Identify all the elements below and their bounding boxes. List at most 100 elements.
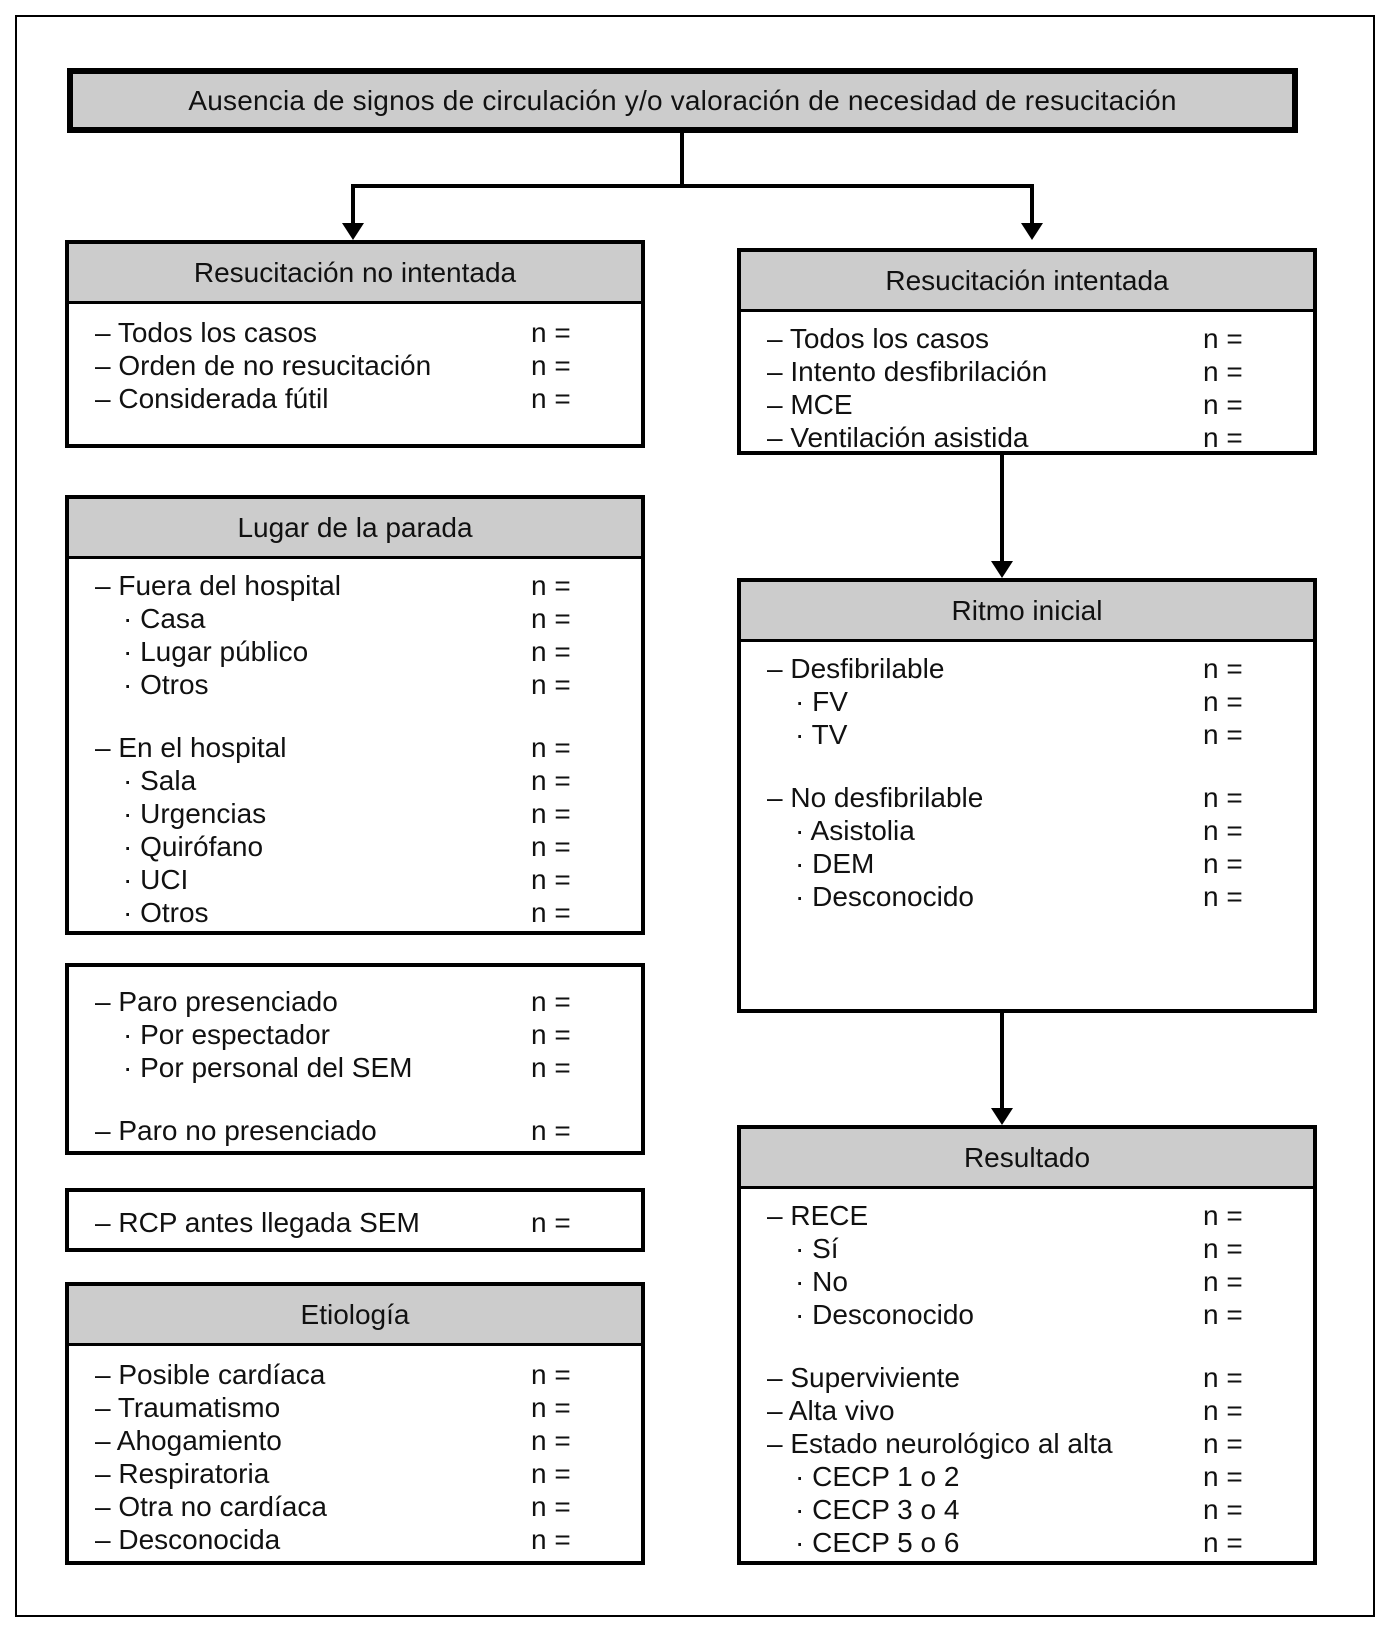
row-value: n = [1203, 782, 1243, 813]
flow-row: – Desconocida n = [69, 1523, 641, 1556]
row-label: – RCP antes llegada SEM [95, 1207, 420, 1238]
row-value: n = [1203, 1362, 1243, 1393]
arrowhead-left [342, 223, 364, 240]
row-value: n = [531, 603, 571, 634]
row-label: – Orden de no resucitación [95, 350, 432, 381]
box-header: Ritmo inicial [741, 582, 1313, 642]
row-value: n = [1203, 686, 1243, 717]
root-box-label: Ausencia de signos de circulación y/o va… [188, 84, 1177, 116]
row-label: · Sí [795, 1233, 839, 1264]
row-spacer [69, 1084, 641, 1114]
row-value: n = [1203, 356, 1243, 387]
row-value: n = [1203, 323, 1243, 354]
flow-row: – Paro no presenciado n = [69, 1114, 641, 1147]
arrow-split-line [351, 184, 1034, 188]
row-value: n = [1203, 719, 1243, 750]
box-header: Lugar de la parada [69, 499, 641, 559]
row-label: – Intento desfibrilación [767, 356, 1048, 387]
row-value: n = [1203, 881, 1243, 912]
row-label: · Por personal del SEM [123, 1052, 413, 1083]
row-label: · CECP 5 o 6 [795, 1527, 960, 1558]
row-label: – Estado neurológico al alta [767, 1428, 1113, 1459]
row-value: n = [1203, 1200, 1243, 1231]
row-value: n = [531, 1491, 571, 1522]
row-label: · Desconocido [795, 881, 974, 912]
row-value: n = [531, 383, 571, 414]
box-header: Etiología [69, 1286, 641, 1346]
box-header: Resultado [741, 1129, 1313, 1189]
row-label: · Asistolia [795, 815, 915, 846]
row-label: – Paro no presenciado [95, 1115, 377, 1146]
row-spacer [741, 1331, 1313, 1361]
row-value: n = [531, 986, 571, 1017]
row-label: – Desconocida [95, 1524, 281, 1555]
box-title: Resucitación no intentada [193, 256, 517, 288]
row-label: · DEM [795, 848, 875, 879]
flow-row: – Superviviente n = [741, 1361, 1313, 1394]
row-value: n = [531, 831, 571, 862]
row-label: – En el hospital [95, 732, 287, 763]
row-spacer [69, 701, 641, 731]
row-label: · Urgencias [123, 798, 267, 829]
row-label: – Fuera del hospital [95, 570, 341, 601]
row-value: n = [531, 1115, 571, 1146]
box-title: Ritmo inicial [951, 594, 1103, 626]
row-value: n = [1203, 389, 1243, 420]
row-value: n = [531, 864, 571, 895]
row-value: n = [531, 732, 571, 763]
row-label: – Ventilación asistida [767, 422, 1029, 453]
row-label: · Por espectador [123, 1019, 330, 1050]
arrow-root-stem [680, 133, 684, 186]
row-value: n = [1203, 1266, 1243, 1297]
box-title: Etiología [300, 1298, 410, 1330]
row-label: · Desconocido [795, 1299, 974, 1330]
row-label: – Todos los casos [95, 317, 318, 348]
box-title: Lugar de la parada [237, 511, 473, 543]
row-label: · No [795, 1266, 848, 1297]
row-label: · FV [795, 686, 848, 717]
flow-row: · Por personal del SEM n = [69, 1051, 641, 1084]
row-value: n = [531, 1458, 571, 1489]
arrow-to-resultado [1000, 1013, 1004, 1109]
arrowhead-ritmo [991, 561, 1013, 578]
box-title: Resucitación intentada [885, 264, 1169, 296]
row-value: n = [531, 350, 571, 381]
row-value: n = [531, 1524, 571, 1555]
row-value: n = [531, 1052, 571, 1083]
row-label: · Otros [123, 669, 209, 700]
row-value: n = [531, 1019, 571, 1050]
arrowhead-resultado [991, 1108, 1013, 1125]
arrow-left-drop [351, 184, 355, 226]
row-value: n = [1203, 1527, 1243, 1558]
row-label: · Casa [123, 603, 206, 634]
row-label: – Superviviente [767, 1362, 961, 1393]
row-value: n = [531, 1392, 571, 1423]
box-header: Resucitación no intentada [69, 244, 641, 304]
row-label: – Desfibrilable [767, 653, 945, 684]
flow-row: – Intento desfibrilación n = [741, 355, 1313, 388]
flow-row: – En el hospital n = [69, 731, 641, 764]
row-value: n = [531, 798, 571, 829]
row-value: n = [1203, 1428, 1243, 1459]
arrow-right-drop [1030, 184, 1034, 226]
row-value: n = [531, 317, 571, 348]
row-label: – Alta vivo [767, 1395, 895, 1426]
